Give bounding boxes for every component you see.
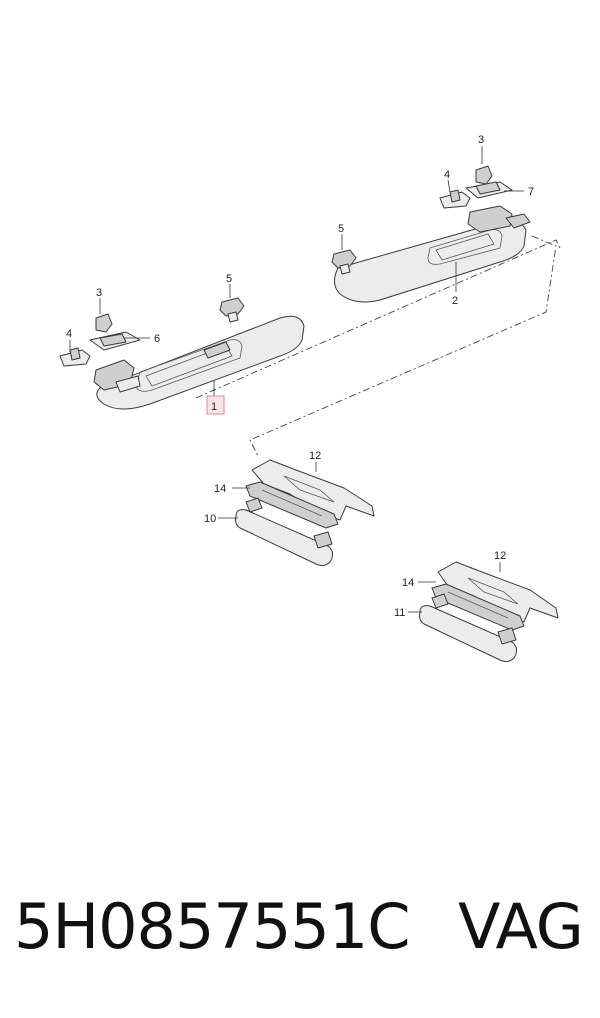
parts-diagram: 3 4 7 5 2 3 4 6 5 1 12 14 10 12 14 11: [59, 134, 561, 663]
left-screw-5: [219, 297, 245, 323]
assembly-line-right: [249, 235, 557, 457]
callout-14-a: 14: [214, 483, 226, 495]
callout-6-left: 6: [154, 333, 160, 345]
callout-14-b: 14: [402, 577, 414, 589]
handle-assembly-a: [235, 459, 375, 567]
right-clip-4: [439, 189, 471, 209]
handle-assembly-b: [419, 561, 559, 663]
callout-4-right: 4: [444, 169, 450, 181]
brand-label: VAG: [458, 890, 584, 963]
callout-2-right-visor: 2: [452, 295, 458, 307]
left-clip-4: [59, 347, 91, 367]
callout-11-b: 11: [394, 607, 405, 619]
left-clip-3: [95, 313, 113, 333]
left-bracket-6: [89, 331, 141, 351]
part-number: 5H0857551C: [14, 890, 410, 963]
footer: 5H0857551C VAG: [0, 890, 600, 980]
callout-12-a: 12: [309, 450, 321, 462]
callout-12-b: 12: [494, 550, 506, 562]
callout-1-highlight: [206, 395, 225, 415]
callout-5-right: 5: [338, 223, 344, 235]
right-bracket-7: [465, 181, 513, 199]
callout-3-left: 3: [96, 287, 102, 299]
callout-5-left: 5: [226, 273, 232, 285]
left-sun-visor: [93, 315, 305, 410]
assembly-line-left: [195, 239, 561, 399]
callout-4-left: 4: [66, 328, 72, 340]
callout-10-a: 10: [204, 513, 216, 525]
callout-1-left-visor: 1: [211, 401, 217, 413]
right-sun-visor: [334, 205, 531, 303]
leader-lines: [69, 146, 524, 613]
right-screw-5: [331, 249, 357, 275]
callout-7-right: 7: [528, 186, 534, 198]
callout-3-right: 3: [478, 134, 484, 146]
right-clip-3: [475, 165, 493, 185]
